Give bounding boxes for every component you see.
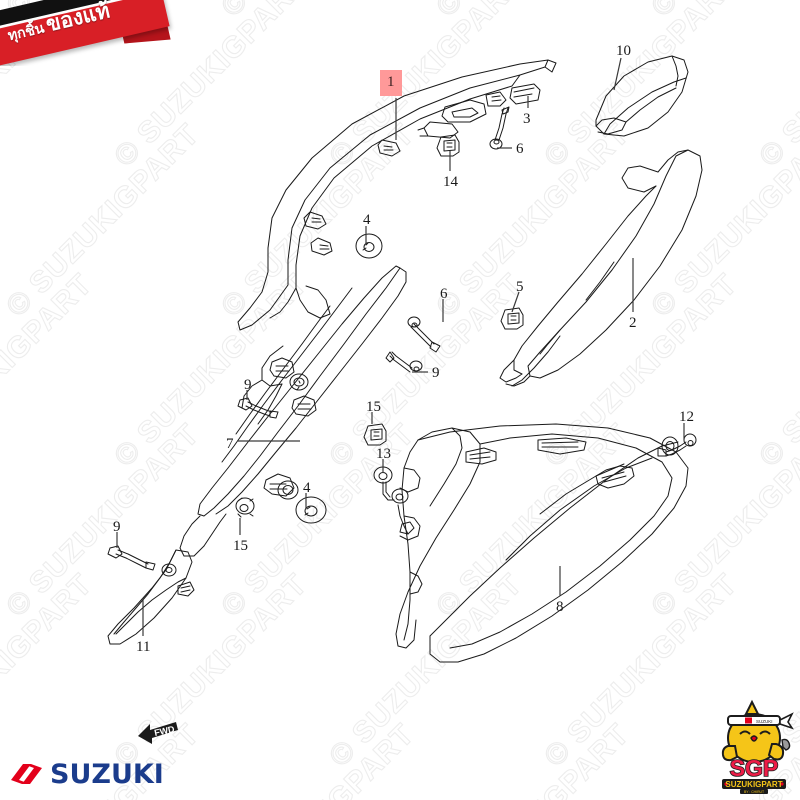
callout-10[interactable]: 10 xyxy=(616,43,631,59)
callout-9c[interactable]: 9 xyxy=(113,519,121,535)
callout-8[interactable]: 8 xyxy=(556,599,564,615)
callout-11[interactable]: 11 xyxy=(136,639,151,655)
suzuki-brand-logo: SUZUKI xyxy=(8,757,164,791)
fwd-arrow-icon: FWD xyxy=(138,722,178,744)
sgp-byline: BY : CHIRUT xyxy=(744,790,764,794)
callout-6a[interactable]: 6 xyxy=(516,141,524,157)
forward-direction-marker: FWD xyxy=(136,716,182,746)
callout-4a[interactable]: 4 xyxy=(363,212,371,228)
suzuki-s-emblem-icon xyxy=(11,764,42,784)
ribbon-text-line1: ทุกชิ้น xyxy=(6,20,46,45)
shop-logo: SUZUKI SGP SUZUKIGPART BY : CHIRUT xyxy=(714,694,794,794)
callout-5[interactable]: 5 xyxy=(516,279,524,295)
callout-9a[interactable]: 9 xyxy=(244,377,252,393)
callout-15b[interactable]: 15 xyxy=(233,538,248,554)
callout-15a[interactable]: 15 xyxy=(366,399,381,415)
callout-1[interactable]: 1 xyxy=(380,70,402,96)
suzuki-wordmark: SUZUKI xyxy=(50,758,164,790)
authentic-parts-ribbon: ทุกชิ้นของแท้ xyxy=(0,0,178,66)
fwd-label: FWD xyxy=(153,724,176,738)
callout-14[interactable]: 14 xyxy=(443,174,458,190)
callout-9b[interactable]: 9 xyxy=(432,365,440,381)
callout-13[interactable]: 13 xyxy=(376,446,391,462)
callout-2[interactable]: 2 xyxy=(629,315,637,331)
sgp-mascot-icon: SUZUKI SGP SUZUKIGPART BY : CHIRUT xyxy=(721,699,794,794)
sgp-title: SGP xyxy=(730,755,779,781)
headband-label: SUZUKI xyxy=(756,719,773,724)
callout-6b[interactable]: 6 xyxy=(440,286,448,302)
callout-4b[interactable]: 4 xyxy=(303,480,311,496)
sgp-subtitle: SUZUKIGPART xyxy=(725,780,782,789)
callout-3[interactable]: 3 xyxy=(523,111,531,127)
callout-7[interactable]: 7 xyxy=(226,436,234,452)
callout-12[interactable]: 12 xyxy=(679,409,694,425)
